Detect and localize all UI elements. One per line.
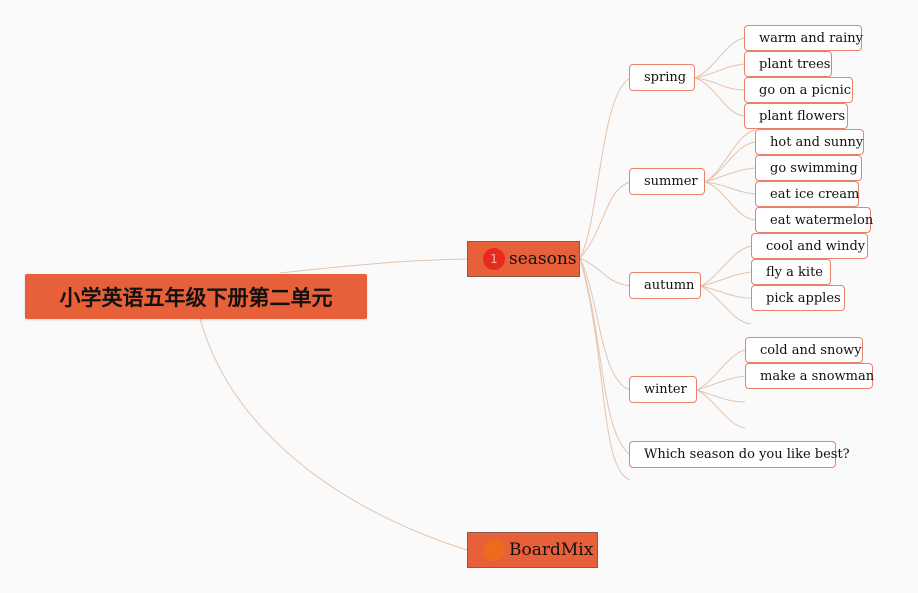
leaf-label: hot and sunny	[770, 134, 864, 150]
leaf-node[interactable]: cool and windy	[751, 233, 868, 259]
leaf-label: make a snowman	[760, 368, 875, 384]
subtopic-label: autumn	[644, 278, 695, 293]
leaf-node[interactable]: cold and snowy	[745, 337, 863, 363]
root-topic-label: 小学英语五年级下册第二单元	[59, 285, 333, 310]
leaf-node[interactable]: go swimming	[755, 155, 862, 181]
subtopic-spring[interactable]: spring	[629, 64, 695, 91]
subtopic-label: summer	[644, 174, 698, 189]
topic-seasons-label: seasons	[509, 249, 577, 269]
leaf-node[interactable]: fly a kite	[751, 259, 831, 285]
subtopic-summer[interactable]: summer	[629, 168, 705, 195]
priority-badge-icon: 1	[483, 248, 505, 270]
subtopic-autumn[interactable]: autumn	[629, 272, 701, 299]
subtopic-label: spring	[644, 70, 687, 85]
leaf-node[interactable]: go on a picnic	[744, 77, 853, 103]
connector-root-seasons	[279, 258, 468, 274]
leaf-node[interactable]: eat watermelon	[755, 207, 874, 233]
connector-seasons-spring	[579, 77, 631, 259]
leaf-label: go swimming	[770, 160, 858, 176]
subtopic-question[interactable]: Which season do you like best?	[629, 441, 850, 468]
leaf-node[interactable]: make a snowman	[745, 363, 875, 389]
connector-seasons-winter	[579, 257, 631, 391]
leaf-label: fly a kite	[766, 264, 823, 280]
leaf-node[interactable]: plant trees	[744, 51, 832, 77]
leaf-node[interactable]: warm and rainy	[744, 25, 863, 51]
root-topic[interactable]: 小学英语五年级下册第二单元	[25, 274, 367, 319]
subtopic-label: Which season do you like best?	[644, 447, 850, 462]
leaf-label: plant flowers	[759, 108, 846, 124]
subtopic-label: winter	[644, 382, 687, 397]
connector-seasons-open	[579, 257, 631, 481]
subtopic-winter[interactable]: winter	[629, 376, 697, 403]
leaf-label: plant trees	[759, 56, 831, 72]
leaf-label: cold and snowy	[760, 342, 862, 358]
connector-seasons-summer	[579, 181, 631, 259]
topic-boardmix-label: BoardMix	[509, 540, 594, 560]
leaf-node[interactable]: eat ice cream	[755, 181, 859, 207]
connector-root-boardmix	[199, 317, 468, 551]
leaf-node[interactable]: pick apples	[751, 285, 845, 311]
topic-boardmix[interactable]: BoardMix	[467, 532, 598, 568]
leaf-label: go on a picnic	[759, 82, 852, 98]
connector-seasons-autumn	[579, 257, 631, 287]
leaf-node[interactable]: hot and sunny	[755, 129, 864, 155]
leaf-label: eat ice cream	[770, 186, 860, 202]
leaf-node[interactable]: plant flowers	[744, 103, 848, 129]
leaf-label: warm and rainy	[759, 30, 863, 46]
leaf-label: cool and windy	[766, 238, 866, 254]
leaf-label: pick apples	[766, 290, 841, 306]
leaf-label: eat watermelon	[770, 212, 874, 228]
topic-seasons[interactable]: 1 seasons	[467, 241, 580, 277]
boardmix-dot-icon	[483, 539, 505, 561]
connector-seasons-question	[579, 257, 631, 456]
